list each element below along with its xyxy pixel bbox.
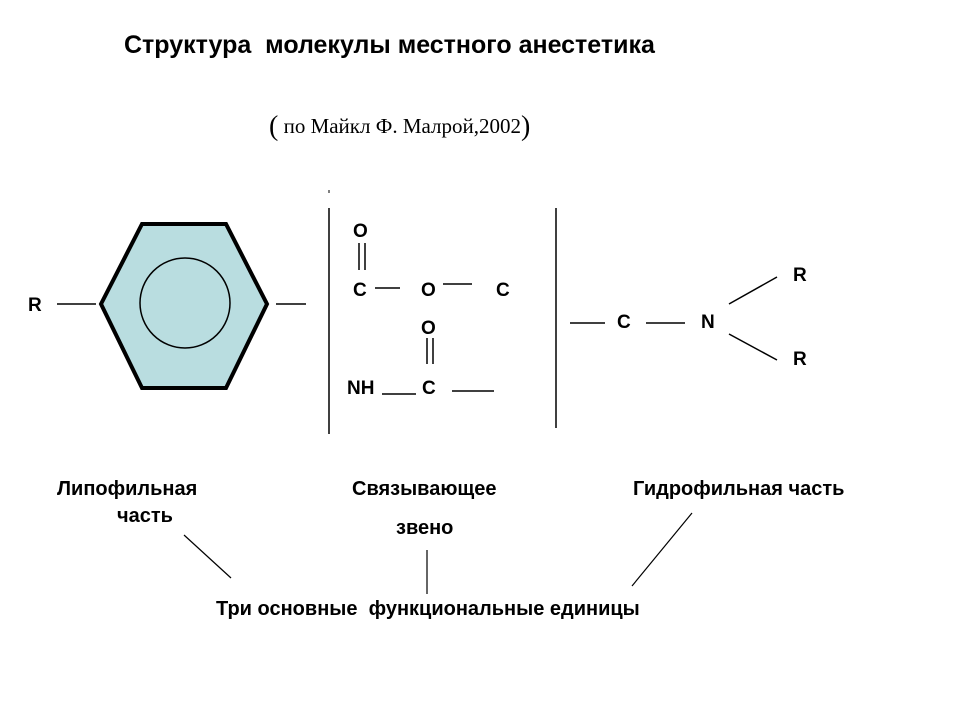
atom-n-amine: N <box>701 312 715 333</box>
subtitle-text: по Майкл Ф. Малрой,2002 <box>278 114 521 138</box>
label-linker-line2: звено <box>396 517 454 539</box>
benzene-ring <box>98 222 270 390</box>
pointer-hydrophilic <box>631 512 693 587</box>
subtitle-close-paren: ) <box>520 111 531 142</box>
atom-c-ester-right: C <box>496 280 510 301</box>
bond-n-r-top <box>728 276 778 305</box>
atom-nh: NH <box>347 378 375 399</box>
label-linker-line1: Связывающее <box>352 478 497 500</box>
subtitle-open-paren: ( <box>269 111 279 142</box>
atom-r-top: R <box>793 265 807 286</box>
bond-n-r-bottom <box>728 333 778 361</box>
atom-c-ester: C <box>353 280 367 301</box>
aromatic-circle <box>139 257 231 349</box>
pointer-lipophilic <box>183 534 232 579</box>
label-summary: Три основные функциональные единицы <box>216 598 640 620</box>
label-lipophilic-line2: часть <box>117 505 173 527</box>
page-title: Структура молекулы местного анестетика <box>124 31 655 59</box>
label-hydrophilic: Гидрофильная часть <box>633 478 845 500</box>
atom-o-carbonyl: O <box>353 221 368 242</box>
subtitle: ( по Майкл Ф. Малрой,2002) <box>248 86 530 168</box>
atom-c-amide: C <box>422 378 436 399</box>
atom-r-bottom: R <box>793 349 807 370</box>
atom-o-ester: O <box>421 280 436 301</box>
atom-r-left: R <box>28 295 42 316</box>
label-lipophilic-line1: Липофильная <box>57 478 198 500</box>
atom-c-chain: C <box>617 312 631 333</box>
atom-o-amide: O <box>421 318 436 339</box>
